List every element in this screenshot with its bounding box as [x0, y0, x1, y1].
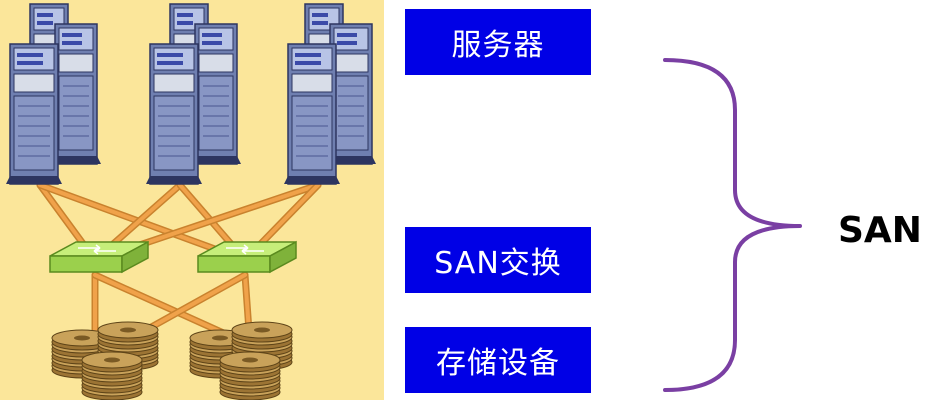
server-tower-icon	[326, 23, 376, 165]
san-label: SAN	[838, 210, 922, 251]
server-tower-icon	[146, 43, 202, 185]
label-storage-text: 存储设备	[436, 346, 560, 381]
right-curly-brace	[663, 58, 802, 392]
server-tower-icon	[6, 43, 62, 185]
label-servers: 服务器	[405, 9, 591, 75]
disk-stack-icon	[219, 351, 281, 400]
server-tower-icon	[51, 23, 101, 165]
label-san-switch-text: SAN交换	[434, 246, 562, 281]
server-tower-icon	[284, 43, 340, 185]
server-tower-icon	[191, 23, 241, 165]
network-switch-icon	[197, 240, 297, 274]
disk-stack-icon	[81, 351, 143, 400]
san-topology-illustration	[0, 0, 384, 400]
label-storage: 存储设备	[405, 327, 591, 393]
network-switch-icon	[49, 240, 149, 274]
topology-graphic	[6, 3, 376, 400]
cables	[36, 181, 322, 354]
label-servers-text: 服务器	[451, 28, 545, 63]
label-san-switch: SAN交换	[405, 227, 591, 293]
